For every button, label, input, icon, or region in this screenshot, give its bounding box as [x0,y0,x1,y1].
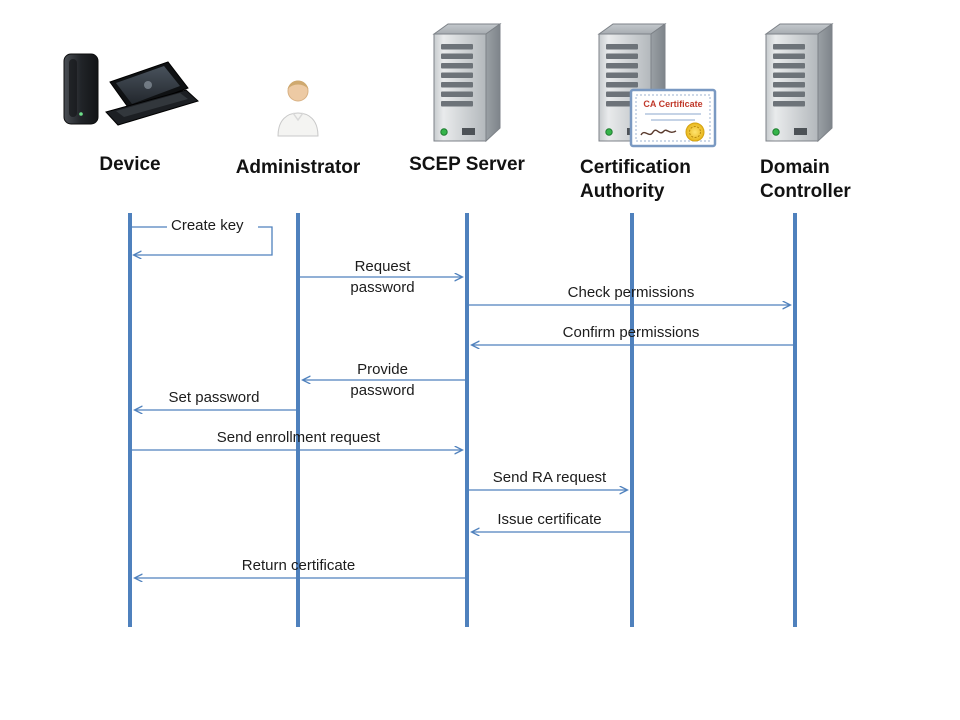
message-label: Return certificate [241,557,356,574]
server-certificate-icon: CA Certificate [597,23,717,148]
lifeline-scep-server [465,213,469,627]
message-label: Send enrollment request [216,429,381,446]
server-icon [432,23,502,143]
lifeline-certification-authority [630,213,634,627]
actor-label-scep-server: SCEP Server [409,154,525,175]
lifeline-device [128,213,132,627]
actor-label-administrator: Administrator [235,157,361,178]
message-label: Send RA request [492,469,607,486]
actor-label-certification-authority: Certification Authority [580,157,691,203]
ca-certificate-text: CA Certificate [643,99,702,109]
actor-label-device: Device [99,154,161,175]
actor-label-domain-controller: Domain Controller [760,157,851,203]
device-icon [63,53,199,126]
message-label: Provide password [350,361,415,399]
message-label: Confirm permissions [562,324,700,341]
message-label: Set password [168,389,260,406]
message-label: Check permissions [567,284,695,301]
lifeline-domain-controller [793,213,797,627]
message-label: Request password [350,258,415,296]
person-icon [277,80,319,137]
ca-certificate-icon: CA Certificate [629,88,717,148]
message-label: Create key [171,217,244,234]
message-label: Issue certificate [497,511,602,528]
server-icon [764,23,834,143]
